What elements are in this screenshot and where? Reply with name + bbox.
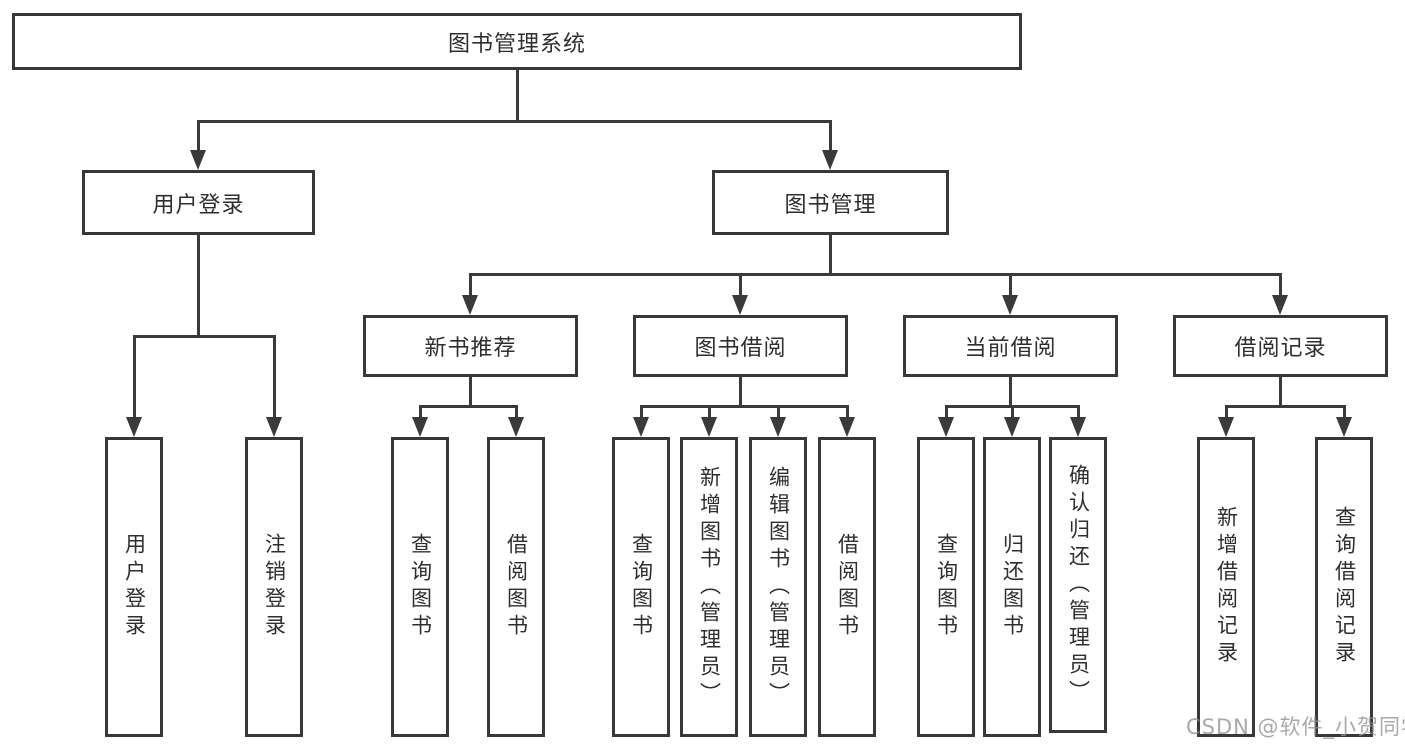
leaf-user-login-label: 用户登录	[122, 533, 147, 641]
node-borrowing-records: 借阅记录	[1173, 315, 1388, 377]
connector-current-stem-1	[945, 405, 948, 419]
connector-book-mgmt-hline	[469, 273, 1282, 276]
connector-user-login-vline	[197, 235, 200, 335]
leaf-return-books-label: 归还图书	[1000, 533, 1025, 641]
leaf-query-borrow-record-label: 查询借阅记录	[1332, 506, 1357, 668]
leaf-query-books-recommend: 查询图书	[391, 437, 449, 737]
arrowhead-to-new-book-recommend	[462, 295, 478, 315]
leaf-user-login: 用户登录	[105, 437, 163, 737]
connector-book-mgmt-stem-1	[469, 273, 472, 298]
node-root-library-system: 图书管理系统	[12, 13, 1022, 70]
leaf-edit-book-admin-label: 编辑图书（管理员）	[766, 465, 791, 709]
leaf-edit-book-admin: 编辑图书（管理员）	[749, 437, 807, 737]
node-current-borrowing: 当前借阅	[903, 315, 1118, 377]
leaf-query-books-recommend-label: 查询图书	[408, 533, 433, 641]
arrowhead-to-query-borrow-record	[1336, 417, 1352, 437]
leaf-query-books-current-label: 查询图书	[934, 533, 959, 641]
arrowhead-to-book-management	[822, 150, 838, 170]
node-book-borrowing-label: 图书借阅	[694, 336, 787, 361]
connector-records-stem-2	[1343, 405, 1346, 419]
leaf-query-books-borrowing-label: 查询图书	[629, 533, 654, 641]
leaf-new-borrow-record-label: 新增借阅记录	[1214, 506, 1239, 668]
arrowhead-to-borrowing-records	[1272, 295, 1288, 315]
connector-user-login-stem-1	[133, 335, 136, 419]
connector-root-stem-right	[829, 120, 832, 154]
arrowhead-to-leaf-user-login	[126, 417, 142, 437]
connector-recommend-vline	[469, 377, 472, 405]
connector-root-stem-left	[197, 120, 200, 154]
connector-records-hline	[1225, 405, 1346, 408]
arrowhead-to-leaf-logout	[266, 417, 282, 437]
node-current-borrowing-label: 当前借阅	[964, 336, 1057, 361]
arrowhead-to-book-borrowing	[732, 295, 748, 315]
connector-current-vline	[1009, 377, 1012, 405]
leaf-new-borrow-record: 新增借阅记录	[1197, 437, 1255, 737]
leaf-query-borrow-record: 查询借阅记录	[1315, 437, 1373, 737]
connector-records-stem-1	[1225, 405, 1228, 419]
arrowhead-to-return-books	[1004, 417, 1020, 437]
connector-root-vline	[516, 70, 519, 120]
arrowhead-to-user-login	[190, 150, 206, 170]
node-book-borrowing: 图书借阅	[633, 315, 848, 377]
connector-recommend-stem-1	[419, 405, 422, 419]
connector-current-stem-2	[1011, 405, 1014, 419]
node-borrowing-records-label: 借阅记录	[1234, 336, 1327, 361]
leaf-borrow-books-borrowing: 借阅图书	[818, 437, 876, 737]
leaf-borrow-books-recommend: 借阅图书	[487, 437, 545, 737]
connector-borrowing-stem-3	[777, 405, 780, 419]
arrowhead-to-query-books-1	[412, 417, 428, 437]
connector-recommend-stem-2	[515, 405, 518, 419]
arrowhead-to-new-borrow-record	[1218, 417, 1234, 437]
leaf-borrow-books-recommend-label: 借阅图书	[504, 533, 529, 641]
connector-book-mgmt-stem-4	[1279, 273, 1282, 298]
leaf-logout-login: 注销登录	[245, 437, 303, 737]
connector-borrowing-stem-4	[846, 405, 849, 419]
arrowhead-to-current-borrowing	[1002, 295, 1018, 315]
leaf-logout-login-label: 注销登录	[262, 533, 287, 641]
arrowhead-to-confirm-return	[1070, 417, 1086, 437]
connector-book-mgmt-vline	[829, 235, 832, 273]
connector-user-login-hline	[133, 335, 276, 338]
arrowhead-to-query-books-3	[938, 417, 954, 437]
leaf-query-books-current: 查询图书	[917, 437, 975, 737]
leaf-borrow-books-borrowing-label: 借阅图书	[835, 533, 860, 641]
leaf-query-books-borrowing: 查询图书	[612, 437, 670, 737]
arrowhead-to-borrow-books-1	[508, 417, 524, 437]
node-book-management-label: 图书管理	[784, 192, 877, 218]
connector-book-mgmt-stem-2	[739, 273, 742, 298]
node-new-book-recommend-label: 新书推荐	[424, 336, 517, 361]
arrowhead-to-add-book	[701, 417, 717, 437]
connector-root-hline	[197, 120, 832, 123]
node-new-book-recommend: 新书推荐	[363, 315, 578, 377]
connector-current-stem-3	[1077, 405, 1080, 419]
arrowhead-to-query-books-2	[633, 417, 649, 437]
csdn-watermark: CSDN @软件_小贺同学	[1186, 715, 1405, 739]
leaf-confirm-return-admin: 确认归还（管理员）	[1049, 437, 1107, 733]
arrowhead-to-edit-book	[770, 417, 786, 437]
connector-recommend-hline	[419, 405, 518, 408]
node-book-management: 图书管理	[712, 170, 949, 235]
connector-borrowing-hline	[640, 405, 849, 408]
leaf-add-book-admin: 新增图书（管理员）	[680, 437, 738, 737]
connector-borrowing-stem-2	[708, 405, 711, 419]
node-user-login-label: 用户登录	[152, 192, 245, 218]
connector-records-vline	[1279, 377, 1282, 405]
connector-borrowing-vline	[739, 377, 742, 405]
node-root-label: 图书管理系统	[447, 31, 586, 57]
connector-book-mgmt-stem-3	[1009, 273, 1012, 298]
leaf-return-books: 归还图书	[983, 437, 1041, 737]
leaf-add-book-admin-label: 新增图书（管理员）	[697, 465, 722, 709]
arrowhead-to-borrow-books-2	[839, 417, 855, 437]
connector-user-login-stem-2	[273, 335, 276, 419]
node-user-login: 用户登录	[82, 170, 315, 235]
connector-borrowing-stem-1	[640, 405, 643, 419]
leaf-confirm-return-admin-label: 确认归还（管理员）	[1066, 463, 1091, 707]
